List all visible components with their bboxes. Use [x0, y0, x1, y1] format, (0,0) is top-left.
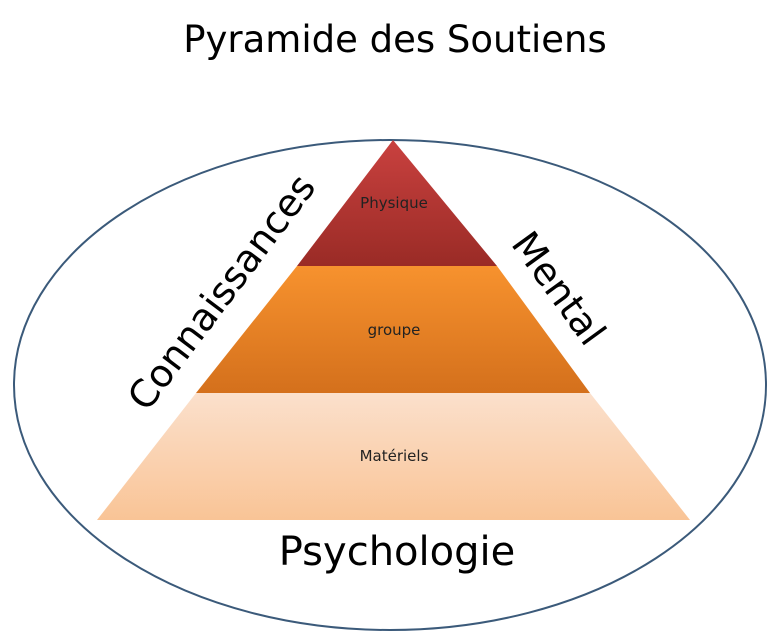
tier-materiels	[97, 393, 690, 520]
tier-label-materiels: Matériels	[360, 447, 429, 465]
side-label-psychologie: Psychologie	[279, 529, 515, 575]
tier-label-groupe: groupe	[368, 321, 421, 339]
diagram-title: Pyramide des Soutiens	[183, 18, 607, 61]
tier-physique	[297, 140, 497, 266]
tier-groupe	[196, 266, 590, 393]
tier-label-physique: Physique	[360, 194, 428, 212]
outer-ellipse	[13, 139, 767, 631]
